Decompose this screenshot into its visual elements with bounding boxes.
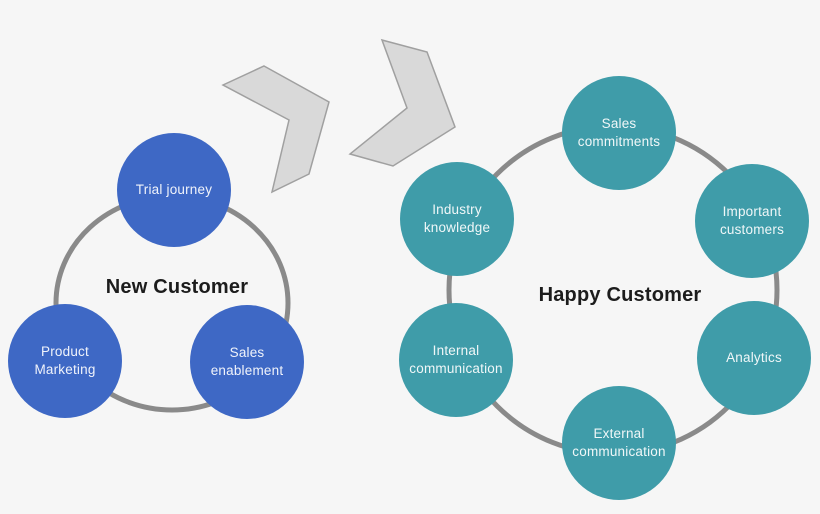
node-label: Sales enablement [210,345,284,378]
chevron-right-icon [348,38,456,167]
node-product-marketing: Product Marketing [8,304,122,418]
node-analytics: Analytics [697,301,811,415]
node-label: Internal communication [409,343,503,376]
node-label: Product Marketing [34,344,96,377]
node-label: Analytics [726,350,782,366]
left-cluster-title: New Customer [105,276,249,298]
node-label: Important customers [719,204,785,237]
node-sales-enablement: Sales enablement [190,305,304,419]
node-label: Sales commitments [577,116,661,149]
node-label: External communication [572,426,666,459]
node-label: Industry knowledge [423,202,491,235]
node-external-communication: External communication [562,386,676,500]
node-industry-knowledge: Industry knowledge [400,162,514,276]
node-important-customers: Important customers [695,164,809,278]
node-label: Trial journey [135,182,213,198]
chevron-right-icon [221,65,330,194]
node-sales-commitments: Sales commitments [562,76,676,190]
node-internal-communication: Internal communication [399,303,513,417]
chevron-arrows [221,38,456,194]
right-cluster-title: Happy Customer [538,284,702,306]
node-trial-journey: Trial journey [117,133,231,247]
